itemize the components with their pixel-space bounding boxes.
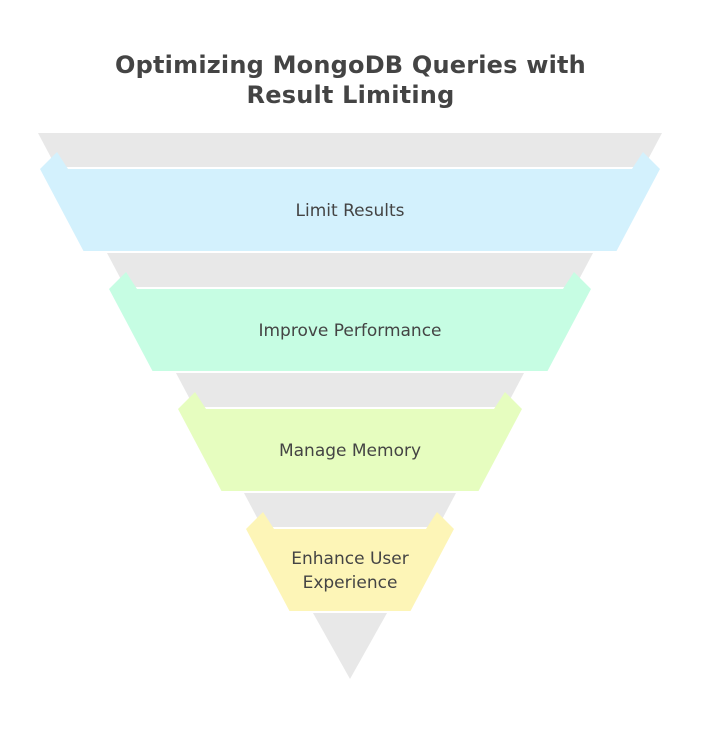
funnel-connector-1 <box>38 133 662 167</box>
funnel-fold-right-2 <box>562 272 591 289</box>
funnel-connector-4 <box>244 493 456 527</box>
funnel-stage-2 <box>109 289 591 371</box>
funnel-stage-label: Experience <box>303 573 398 593</box>
funnel-stage-4 <box>246 529 454 611</box>
funnel-fold-right-4 <box>425 512 454 529</box>
funnel-fold-left-2 <box>109 272 138 289</box>
funnel-fold-right-1 <box>631 152 660 169</box>
funnel-connector-2 <box>107 253 593 287</box>
funnel-fold-left-3 <box>178 392 207 409</box>
funnel-connector-3 <box>176 373 524 407</box>
funnel-stage-label: Manage Memory <box>279 441 421 461</box>
diagram-title-text: Optimizing MongoDB Queries with Result L… <box>115 51 586 109</box>
funnel-stage-label: Limit Results <box>296 201 405 221</box>
funnel-tip <box>313 613 387 679</box>
funnel-stage-label: Improve Performance <box>258 321 441 341</box>
funnel-fold-left-1 <box>40 152 69 169</box>
funnel-fold-right-3 <box>493 392 522 409</box>
funnel-fold-left-4 <box>246 512 275 529</box>
funnel-stage-1 <box>40 169 660 251</box>
funnel-stage-3 <box>178 409 522 491</box>
funnel-stage-label: Enhance User <box>291 549 408 569</box>
diagram-title: Optimizing MongoDB Queries with Result L… <box>0 50 701 110</box>
